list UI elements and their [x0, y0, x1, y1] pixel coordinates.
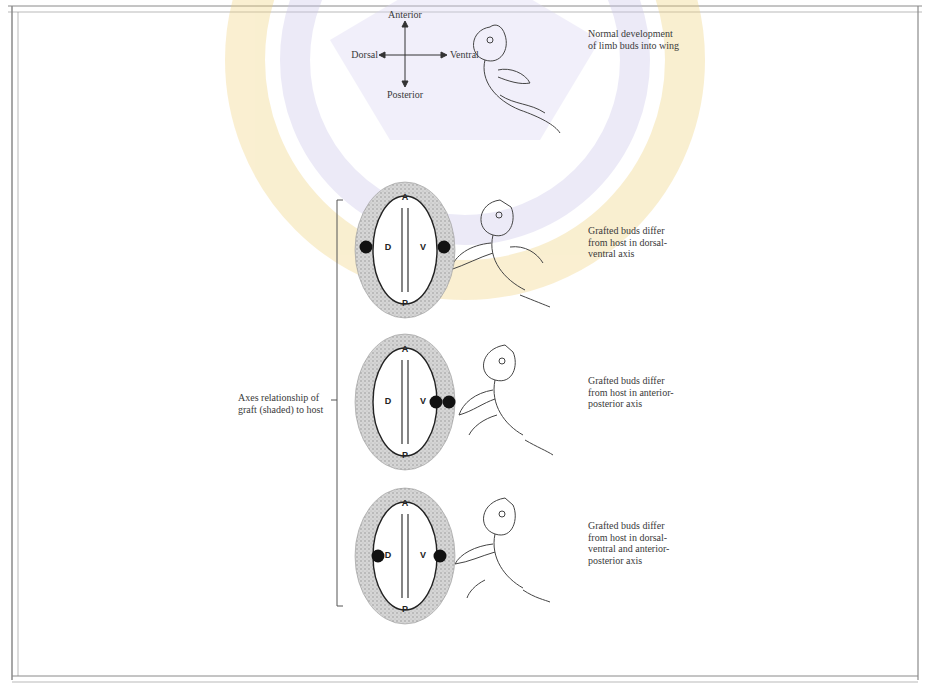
axis-letter: A: [400, 498, 410, 508]
axis-letter: D: [383, 242, 393, 252]
figure-label: Anterior: [380, 9, 430, 21]
bracket: [331, 200, 343, 606]
axis-letter: P: [400, 604, 410, 614]
axis-letter: P: [400, 298, 410, 308]
chick-sketches: [450, 25, 560, 602]
axis-arrows: [379, 21, 447, 87]
figure-label: Axes relationship of graft (shaded) to h…: [238, 392, 326, 415]
figure-label: Posterior: [380, 89, 430, 101]
watermark: [245, 0, 685, 280]
figure-label: Normal development of limb buds into win…: [588, 28, 683, 51]
axis-letter: V: [418, 550, 428, 560]
axis-letter: V: [418, 242, 428, 252]
axis-letter: D: [383, 550, 393, 560]
embryo-ovals: [355, 182, 456, 624]
figure-label: Grafted buds differ from host in dorsal-…: [588, 225, 683, 260]
axis-letter: V: [418, 396, 428, 406]
figure-label: Ventral: [450, 49, 495, 61]
axis-letter: D: [383, 396, 393, 406]
figure-label: Dorsal: [340, 49, 378, 61]
figure-label: Grafted buds differ from host in dorsal-…: [588, 520, 683, 566]
axis-letter: P: [400, 450, 410, 460]
figure-label: Grafted buds differ from host in anterio…: [588, 375, 683, 410]
axis-letter: A: [400, 344, 410, 354]
axis-letter: A: [400, 192, 410, 202]
